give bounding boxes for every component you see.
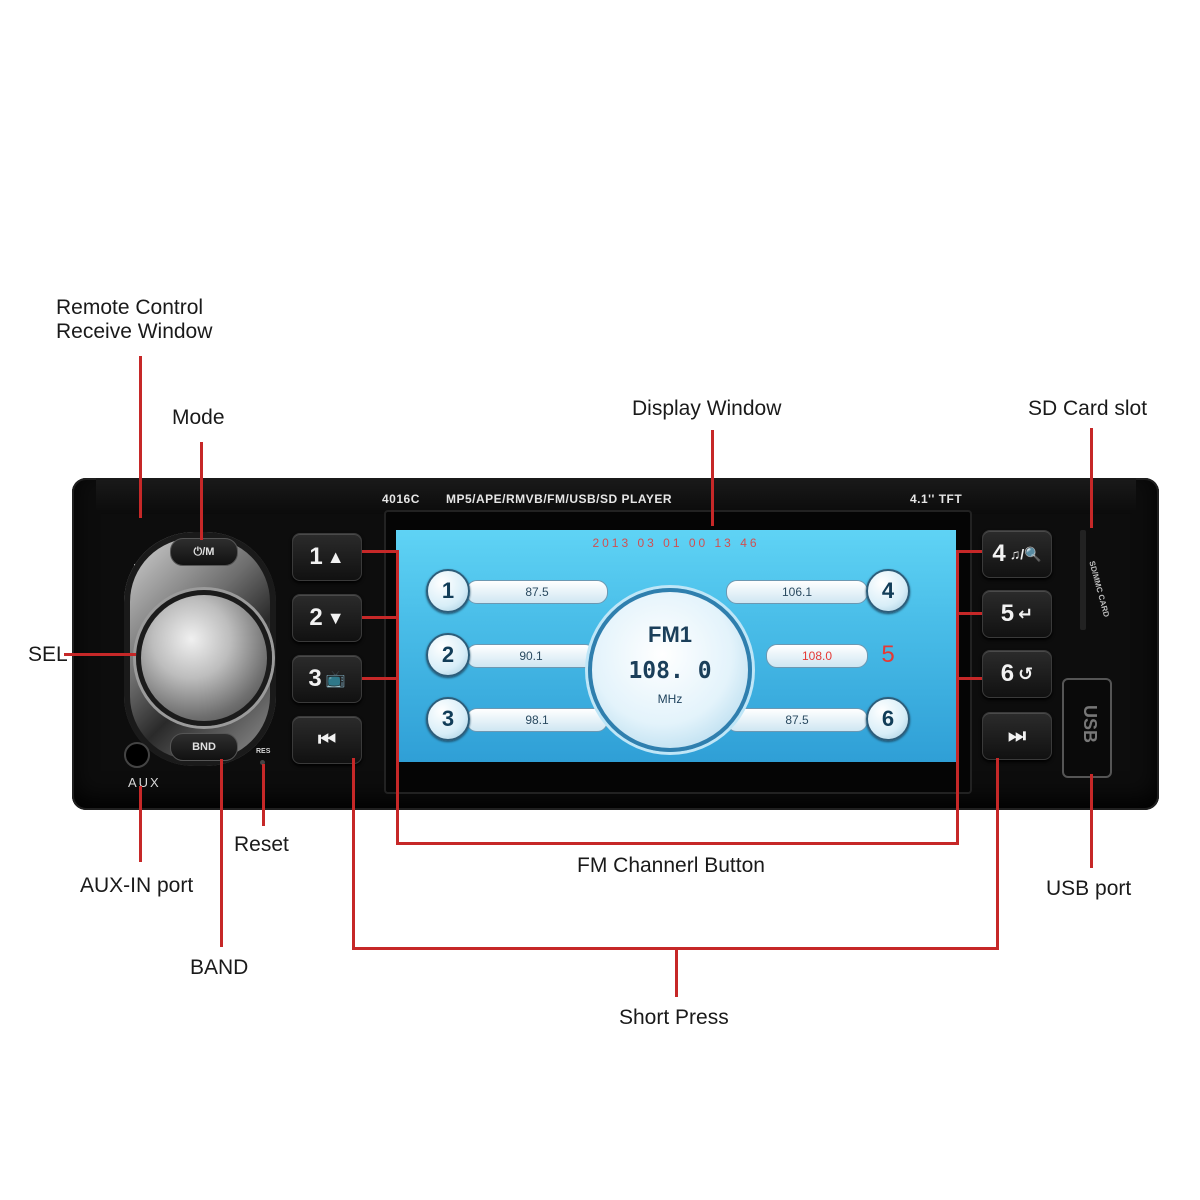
callout-remote-control-line1: Remote Control (56, 296, 204, 319)
preset-4-bar[interactable]: 106.1 (726, 580, 868, 604)
preset-2-down-button[interactable]: 2 ▼ (292, 594, 362, 642)
callout-sd-card-slot: SD Card slot (1028, 397, 1148, 420)
unit-top-strip (96, 478, 1136, 514)
button-number: 4 (992, 540, 1006, 567)
return-icon: ↺ (1018, 663, 1034, 684)
callout-mode: Mode (172, 406, 225, 429)
line-fm-left-vertical (396, 550, 399, 844)
line-fm-tick-1 (362, 550, 396, 553)
mode-button[interactable]: ⏻/M (170, 538, 238, 566)
aux-label: AUX (128, 775, 161, 790)
preset-5-enter-button[interactable]: 5 ↵ (982, 590, 1052, 638)
preset-5-number-active[interactable]: 5 (881, 641, 895, 668)
preset-3-bar[interactable]: 98.1 (466, 708, 608, 732)
line-fm-tick-2 (362, 616, 396, 619)
enter-icon: ↵ (1018, 603, 1034, 624)
line-fm-tick-3 (362, 677, 396, 680)
line-fm-bottom (396, 842, 959, 845)
music-search-icon: ♫/🔍 (1009, 545, 1042, 562)
tv-icon: 📺 (325, 671, 346, 688)
line-short-press-right (996, 758, 999, 950)
callout-display-window: Display Window (632, 397, 782, 420)
line-aux (139, 786, 142, 862)
preset-5-bar-active[interactable]: 108.0 (766, 644, 868, 668)
line-short-press-stem (675, 947, 678, 997)
band-label: FM1 (648, 622, 692, 647)
line-reset (262, 764, 265, 826)
reset-pinhole[interactable] (260, 760, 265, 765)
button-number: 3 (308, 665, 322, 692)
preset-1-number[interactable]: 1 (426, 569, 470, 613)
line-mode (200, 442, 203, 540)
button-number: 2 (309, 604, 323, 631)
sel-volume-knob[interactable] (136, 590, 272, 726)
preset-1-up-button[interactable]: 1 ▲ (292, 533, 362, 581)
preset-6-bar[interactable]: 87.5 (726, 708, 868, 732)
preset-6-number[interactable]: 6 (866, 697, 910, 741)
previous-track-icon: ⏮ (318, 728, 336, 751)
callout-band: BAND (190, 956, 249, 979)
bnd-button[interactable]: BND (170, 733, 238, 761)
line-band (220, 759, 223, 947)
usb-port[interactable] (1062, 678, 1112, 778)
preset-3-display-button[interactable]: 3 📺 (292, 655, 362, 703)
usb-label: USB (1080, 704, 1100, 743)
line-fm-tick-6 (956, 677, 982, 680)
preset-3-number[interactable]: 3 (426, 697, 470, 741)
button-number: 6 (1000, 660, 1015, 687)
down-arrow-icon: ▼ (326, 607, 345, 628)
line-fm-tick-5 (956, 612, 982, 615)
frequency-value: 108. 0 (628, 658, 712, 684)
callout-aux-in-port: AUX-IN port (80, 874, 194, 897)
frequency-disc: FM1 108. 0 MHz (588, 588, 752, 752)
callout-short-press: Short Press (619, 1006, 729, 1029)
callout-usb-port: USB port (1046, 877, 1132, 900)
callout-remote-control-line2: Receive Window (56, 320, 213, 343)
line-display-window (711, 430, 714, 526)
aux-in-jack[interactable] (124, 742, 150, 768)
line-usb (1090, 774, 1093, 868)
frequency-unit: MHz (657, 692, 683, 706)
screen-size-label: 4.1'' TFT (910, 492, 963, 506)
preset-6-return-button[interactable]: 6 ↺ (982, 650, 1052, 698)
line-sel (64, 653, 136, 656)
line-short-press-left (352, 758, 355, 950)
screen-datetime: 2013 03 01 00 13 46 (592, 536, 760, 550)
previous-track-button[interactable]: ⏮ (292, 716, 362, 764)
res-label: RES (256, 748, 271, 755)
callout-fm-channel-button: FM Channerl Button (577, 854, 765, 877)
sd-card-slot[interactable] (1080, 530, 1086, 630)
supported-formats: MP5/APE/RMVB/FM/USB/SD PLAYER (446, 492, 673, 506)
callout-reset: Reset (234, 833, 289, 856)
preset-4-music-search-button[interactable]: 4 ♫/🔍 (982, 530, 1052, 578)
button-number: 5 (1000, 600, 1015, 627)
preset-2-bar[interactable]: 90.1 (466, 644, 596, 668)
preset-4-number[interactable]: 4 (866, 569, 910, 613)
next-track-icon: ⏭ (1008, 724, 1026, 747)
line-fm-tick-4 (956, 550, 982, 553)
up-arrow-icon: ▲ (326, 546, 345, 567)
preset-1-bar[interactable]: 87.5 (466, 580, 608, 604)
next-track-button[interactable]: ⏭ (982, 712, 1052, 760)
line-remote-control (139, 356, 142, 518)
model-number: 4016C (382, 492, 420, 506)
callout-sel: SEL (28, 643, 68, 666)
line-sd-card (1090, 428, 1093, 528)
line-fm-right-vertical (956, 550, 959, 844)
preset-2-number[interactable]: 2 (426, 633, 470, 677)
button-number: 1 (309, 543, 323, 570)
